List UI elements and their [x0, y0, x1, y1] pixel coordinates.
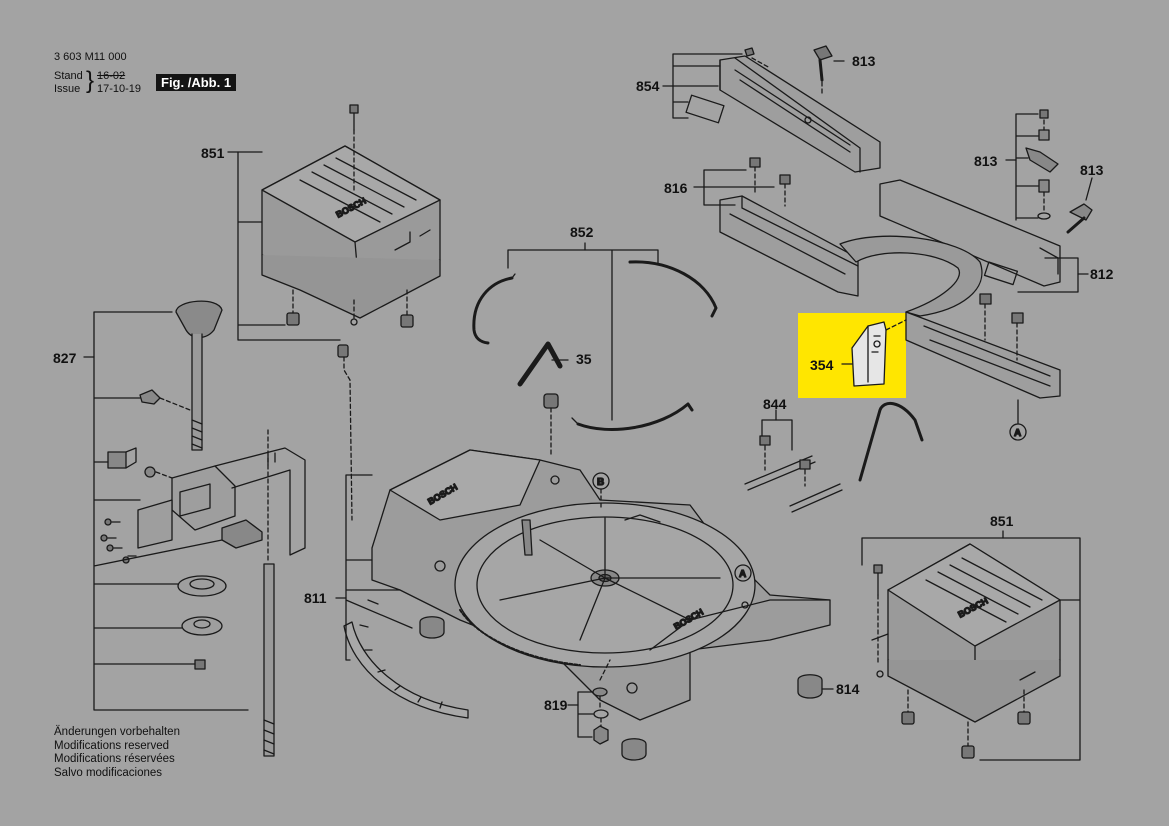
rubber-feet — [419, 616, 823, 761]
callout-816: 816 — [664, 180, 688, 196]
lower-fence-left — [719, 157, 859, 297]
part-354 — [851, 319, 907, 387]
note-german: Änderungen vorbehalten — [54, 726, 180, 738]
lock-bolts — [813, 45, 1093, 234]
callout-814: 814 — [836, 681, 860, 697]
callout-813-top: 813 — [852, 53, 876, 69]
lower-fence-right — [839, 179, 1061, 399]
callout-813-right: 813 — [1080, 162, 1104, 178]
figure-label: Fig. /Abb. 1 — [156, 74, 237, 91]
callout-819: 819 — [544, 697, 568, 713]
handle-assembly — [100, 300, 306, 757]
callout-851-bottom: 851 — [990, 513, 1014, 529]
ref-a-right: A — [1014, 428, 1021, 439]
callout-labels: 851 852 35 827 854 813 813 813 816 812 3… — [53, 53, 1114, 713]
motor-cover-top: BOSCH — [261, 104, 441, 521]
callout-35: 35 — [576, 351, 592, 367]
ref-b-table: B — [597, 477, 604, 488]
note-english: Modifications reserved — [54, 739, 170, 752]
callout-854: 854 — [636, 78, 660, 94]
callout-811: 811 — [304, 590, 327, 606]
base-turntable: BOSCH BOSCH — [371, 449, 831, 721]
stand-date: 16-02 — [97, 70, 126, 82]
callout-844: 844 — [763, 396, 787, 412]
motor-cover-bottom: BOSCH — [871, 543, 1061, 759]
callout-851-top: 851 — [201, 145, 225, 161]
callout-827: 827 — [53, 350, 77, 366]
angle-scale — [343, 599, 469, 719]
issue-label: Issue — [54, 83, 81, 95]
callout-813-mid: 813 — [974, 153, 998, 169]
issue-date: 17-10-19 — [97, 83, 142, 95]
hex-key — [517, 341, 569, 456]
note-french: Modifications réservées — [54, 753, 175, 766]
stand-label: Stand — [54, 70, 83, 82]
date-brace: } — [86, 67, 95, 94]
part-number: 3 603 M11 000 — [54, 51, 127, 63]
note-spanish: Salvo modificaciones — [54, 766, 163, 779]
ref-a-table: A — [739, 569, 746, 580]
modification-notes: Änderungen vorbehalten Modifications res… — [54, 726, 180, 780]
callout-852: 852 — [570, 224, 594, 240]
upper-fence — [685, 47, 881, 173]
guide-rods — [744, 401, 924, 513]
retaining-rings — [472, 260, 718, 431]
callout-812: 812 — [1090, 266, 1114, 282]
callout-354: 354 — [810, 357, 834, 373]
